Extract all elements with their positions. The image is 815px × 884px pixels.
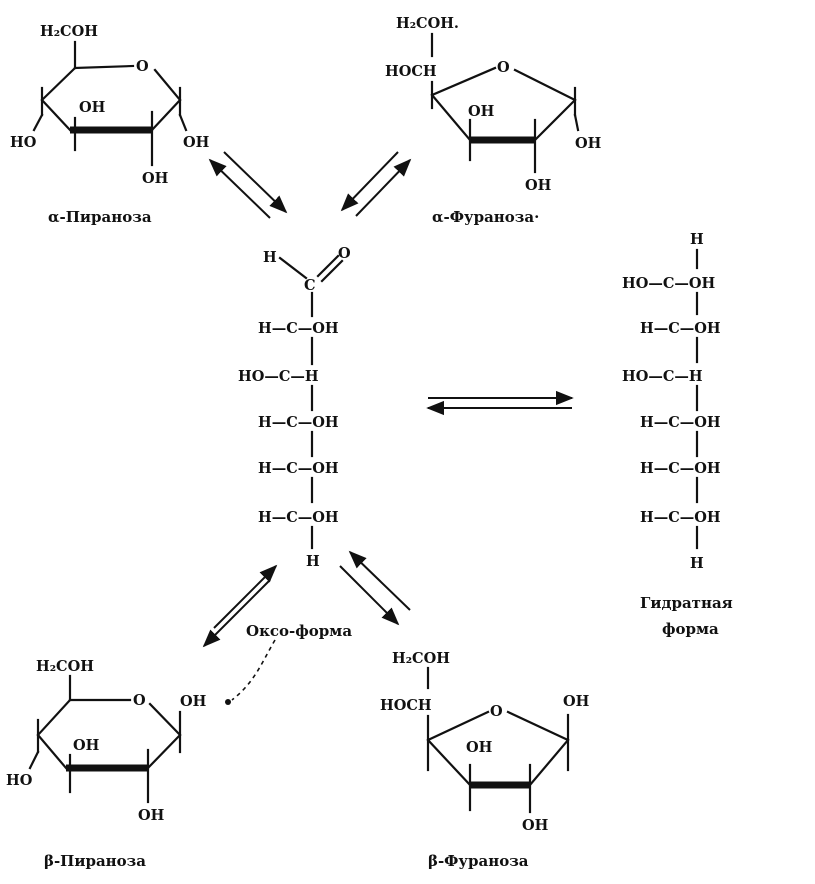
- aldehyde-carbon: C: [304, 277, 316, 294]
- chain-terminal-h: H: [306, 553, 320, 570]
- beta-furanose-caption: β-Фураноза: [428, 852, 529, 870]
- aldehyde-oxygen: O: [338, 245, 351, 262]
- beta-furanose-c1-oh: OH: [563, 693, 590, 710]
- hydrate-form-structure: H HO—C—OH H—C—OH HO—C—H H—C—OH H—C—OH H—…: [622, 231, 721, 572]
- oxo-form-structure: H O C H—C—OH HO—C—H H—C—OH H—C—OH H—C—OH…: [238, 245, 351, 570]
- aldehyde-h: H: [263, 249, 277, 266]
- beta-pyranose-caption: β-Пираноза: [44, 852, 146, 870]
- alpha-pyranose-caption: α-Пираноза: [48, 208, 152, 226]
- equilibrium-arrow-beta-pyranose: [202, 564, 278, 648]
- alpha-furanose-hoch-label: HOCH: [385, 63, 437, 80]
- hydrate-c1-row: HO—C—OH: [622, 275, 716, 292]
- hydrate-caption-line2: форма: [662, 620, 719, 638]
- alpha-furanose-c2-oh: OH: [525, 177, 552, 194]
- beta-pyranose-h2coh-label: H₂COH: [36, 658, 94, 675]
- alpha-furanose-ring-oxygen: O: [497, 59, 510, 76]
- equilibrium-arrow-alpha-furanose: [340, 151, 412, 217]
- alpha-pyranose-ring-oxygen: O: [136, 58, 149, 75]
- beta-furanose-ring-oxygen: O: [490, 703, 503, 720]
- beta-furanose-c3-oh: OH: [466, 739, 493, 756]
- pointer-dot: [225, 699, 231, 705]
- alpha-pyranose-c3-oh: OH: [79, 99, 106, 116]
- beta-furanose-c2-oh: OH: [522, 817, 549, 834]
- equilibrium-arrow-alpha-pyranose: [208, 151, 288, 219]
- alpha-furanose-c1-oh: OH: [575, 135, 602, 152]
- beta-pyranose-ring-oxygen: O: [133, 692, 146, 709]
- equilibrium-arrow-beta-furanose: [339, 550, 411, 626]
- oxo-form-caption: Оксо-форма: [246, 622, 352, 640]
- hydrate-c2-row: H—C—OH: [640, 320, 721, 337]
- alpha-pyranose-c2-oh: OH: [142, 170, 169, 187]
- hydrate-caption-line1: Гидратная: [640, 594, 733, 612]
- oxo-form-pointer-curve: [231, 639, 276, 701]
- alpha-pyranose-c1-oh: OH: [183, 134, 210, 151]
- chain-c2-row: H—C—OH: [258, 320, 339, 337]
- alpha-furanose-caption: α-Фураноза·: [432, 208, 539, 226]
- beta-pyranose-c1-oh: OH: [180, 693, 207, 710]
- hydrate-c5-row: H—C—OH: [640, 460, 721, 477]
- hydrate-c6-row: H—C—OH: [640, 509, 721, 526]
- beta-pyranose-c4-ho: HO: [6, 772, 33, 789]
- alpha-pyranose-c4-ho: HO: [10, 134, 37, 151]
- alpha-furanose-h2coh-label: H₂COH.: [396, 15, 459, 32]
- alpha-pyranose-h2coh-label: H₂COH: [40, 23, 98, 40]
- chain-c3-row: HO—C—H: [238, 368, 319, 385]
- chain-c6-row: H—C—OH: [258, 509, 339, 526]
- beta-pyranose-structure: H₂COH O OH HO OH OH: [6, 658, 207, 824]
- hydrate-c4-row: H—C—OH: [640, 414, 721, 431]
- hydrate-c3-row: HO—C—H: [622, 368, 703, 385]
- beta-pyranose-c3-oh: OH: [73, 737, 100, 754]
- beta-pyranose-c2-oh: OH: [138, 807, 165, 824]
- chain-c4-row: H—C—OH: [258, 414, 339, 431]
- hydrate-top-h: H: [690, 231, 704, 248]
- beta-furanose-hoch-label: HOCH: [380, 697, 432, 714]
- hydrate-bottom-h: H: [690, 555, 704, 572]
- alpha-furanose-c3-oh: OH: [468, 103, 495, 120]
- equilibrium-arrow-hydrate: [426, 390, 574, 416]
- chain-c5-row: H—C—OH: [258, 460, 339, 477]
- beta-furanose-structure: H₂COH HOCH O OH OH OH: [380, 650, 590, 834]
- alpha-furanose-structure: H₂COH. HOCH O OH OH OH: [385, 15, 602, 194]
- beta-furanose-h2coh-label: H₂COH: [392, 650, 450, 667]
- alpha-pyranose-structure: H₂COH O HO OH OH OH: [10, 23, 210, 187]
